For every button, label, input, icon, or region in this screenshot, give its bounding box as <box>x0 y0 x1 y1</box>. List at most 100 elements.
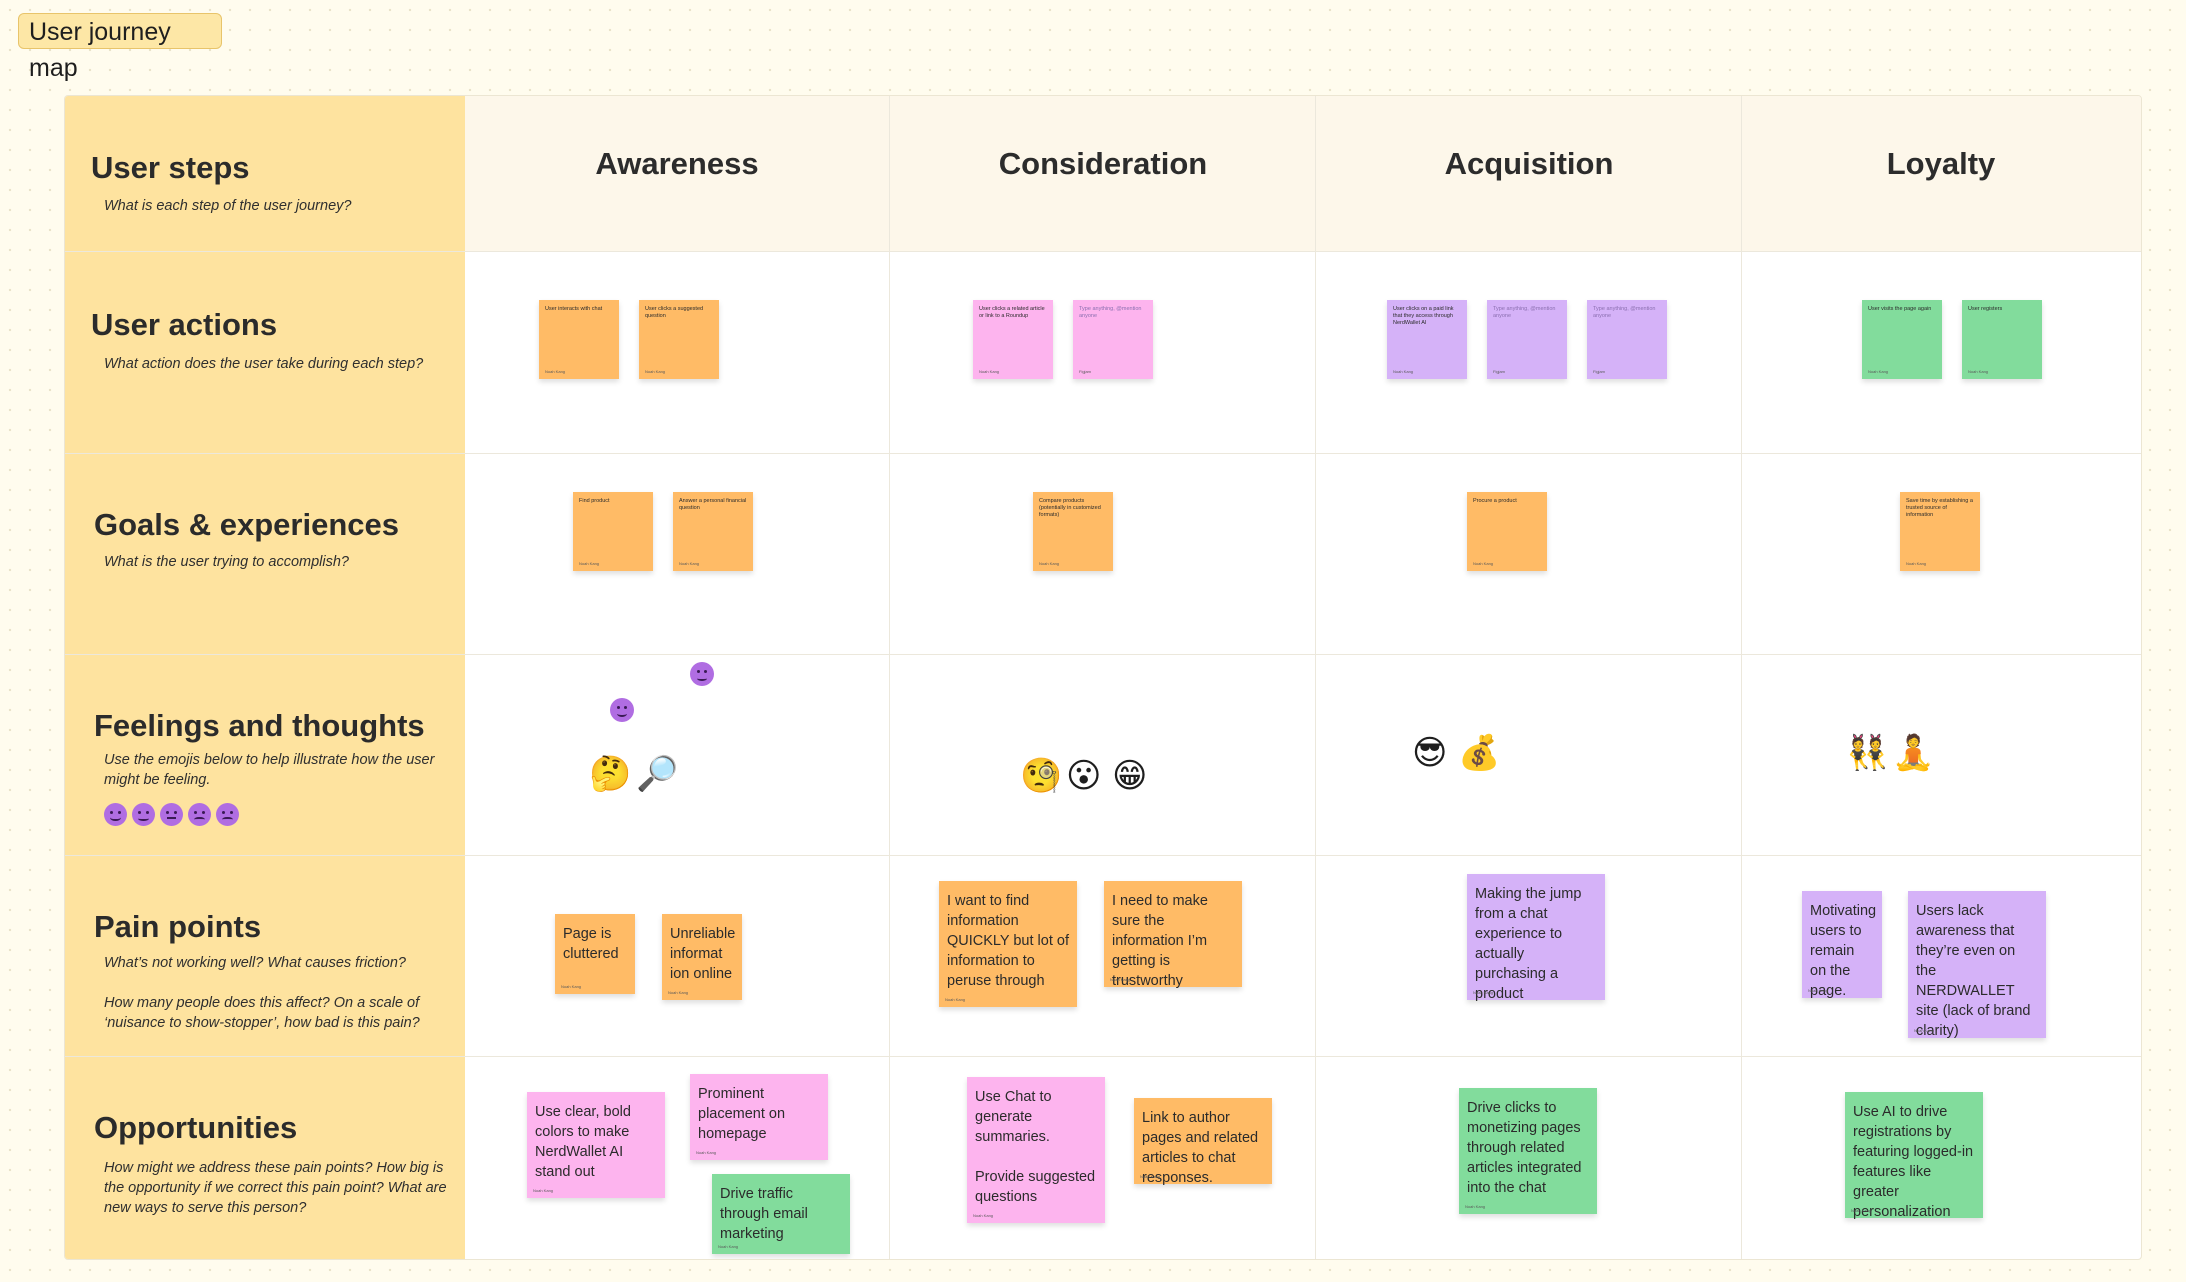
row-subtitle-pain-points-scale: How many people does this affect? On a s… <box>104 995 420 1031</box>
sticky-author: Noah Kang <box>696 1150 717 1155</box>
row-subtitle-pain-points: What’s not working well? What causes fri… <box>104 955 406 971</box>
row-divider <box>65 453 2141 454</box>
sad-face-icon[interactable] <box>188 803 211 826</box>
sticky-text: Unreliable informat ion online <box>670 926 736 982</box>
sticky-note[interactable]: User clicks on a paid link that they acc… <box>1387 300 1467 379</box>
sticky-text: Making the jump from a chat experience t… <box>1475 886 1582 1002</box>
row-title-feelings: Feelings and thoughts <box>94 708 425 743</box>
sticky-placeholder: Type anything, @mention anyone <box>1593 306 1656 319</box>
monocle-face-icon[interactable]: 🧐 <box>1020 756 1063 796</box>
row-title-user-actions: User actions <box>91 307 278 342</box>
magnifying-glass-icon[interactable]: 🔎 <box>636 754 679 794</box>
sticky-note[interactable]: User interacts with chat Noah Kang <box>539 300 619 379</box>
phase-loyalty: Loyalty <box>1886 146 1996 181</box>
sticky-text: Use AI to drive registrations by featuri… <box>1853 1104 1974 1220</box>
sticky-text: Motivating users to remain on the page. <box>1810 903 1877 999</box>
sticky-note[interactable]: I want to find information QUICKLY but l… <box>939 881 1077 1007</box>
sticky-note-empty[interactable]: Type anything, @mention anyone Figjam <box>1587 300 1667 379</box>
phase-consideration: Consideration <box>998 146 1208 181</box>
phase-acquisition: Acquisition <box>1444 146 1614 181</box>
sticky-author: Noah Kang <box>973 1213 994 1218</box>
sticky-note[interactable]: Users lack awareness that they’re even o… <box>1908 891 2046 1039</box>
sticky-author: Noah Kang <box>1473 990 1494 995</box>
dancers-icon[interactable]: 👯 <box>1846 733 1889 773</box>
sticky-note[interactable]: User clicks a suggested question Noah Ka… <box>639 300 719 379</box>
sticky-note[interactable]: Page is cluttered Noah Kang <box>555 914 635 994</box>
sticky-text: User interacts with chat <box>545 306 603 312</box>
sticky-note[interactable]: Procure a product Noah Kang <box>1467 492 1547 571</box>
column-divider <box>1741 96 1742 1259</box>
row-label-column <box>65 96 465 1259</box>
sticky-text: Use clear, bold colors to make NerdWalle… <box>535 1104 631 1180</box>
sticky-author: Figjam <box>1493 369 1506 374</box>
sticky-note[interactable]: Link to author pages and related article… <box>1134 1098 1272 1186</box>
meditating-person-icon[interactable]: 🧘 <box>1892 733 1935 773</box>
sticky-author: Noah Kang <box>1465 1204 1486 1209</box>
sticky-text: User clicks a related article or link to… <box>979 306 1045 319</box>
sticky-note[interactable]: Compare products (potentially in customi… <box>1033 492 1113 571</box>
sticky-text: Use Chat to generate summaries. Provide … <box>975 1089 1096 1205</box>
sticky-author: Figjam <box>1593 369 1606 374</box>
sticky-note[interactable]: Use clear, bold colors to make NerdWalle… <box>527 1092 665 1198</box>
money-bag-icon[interactable]: 💰 <box>1458 733 1501 773</box>
sticky-note[interactable]: User visits the page again Noah Kang <box>1862 300 1942 379</box>
column-divider <box>1315 96 1316 1259</box>
phase-awareness: Awareness <box>595 146 759 181</box>
sticky-note[interactable]: User clicks a related article or link to… <box>973 300 1053 379</box>
sticky-text: Drive clicks to monetizing pages through… <box>1467 1100 1582 1196</box>
sticky-text: User visits the page again <box>1868 306 1932 312</box>
sticky-note[interactable]: User registers Noah Kang <box>1962 300 2042 379</box>
surprised-face-icon[interactable]: 😮 <box>1066 756 1102 796</box>
very-happy-face-icon[interactable] <box>610 698 634 722</box>
sticky-text: Prominent placement on homepage <box>698 1086 786 1142</box>
phase-header-band <box>465 96 2141 252</box>
row-subtitle-feelings: Use the emojis below to help illustrate … <box>104 752 435 788</box>
row-subtitle-opportunities: How might we address these pain points? … <box>104 1160 447 1216</box>
sticky-note[interactable]: Save time by establishing a trusted sour… <box>1900 492 1980 571</box>
sticky-note[interactable]: Drive traffic through email marketing No… <box>712 1174 850 1254</box>
sticky-note[interactable]: Unreliable informat ion online Noah Kang <box>662 914 742 1000</box>
very-happy-face-icon[interactable] <box>104 803 127 826</box>
sticky-note[interactable]: Answer a personal financial question Noa… <box>673 492 753 571</box>
sticky-text: User registers <box>1968 306 2003 312</box>
sticky-note-empty[interactable]: Type anything, @mention anyone Figjam <box>1073 300 1153 379</box>
sticky-author: Noah Kang <box>668 990 689 995</box>
sticky-author: Noah Kang <box>645 369 666 374</box>
sticky-text: Save time by establishing a trusted sour… <box>1906 498 1973 518</box>
happy-face-icon[interactable] <box>132 803 155 826</box>
sticky-author: Noah Kang <box>1110 977 1131 982</box>
sticky-author: Noah Kang <box>945 997 966 1002</box>
thinking-face-icon[interactable]: 🤔 <box>589 754 632 794</box>
sticky-note[interactable]: Use Chat to generate summaries. Provide … <box>967 1077 1105 1223</box>
sunglasses-face-icon[interactable]: 😎 <box>1412 733 1448 773</box>
neutral-face-icon[interactable] <box>160 803 183 826</box>
row-title-goals: Goals & experiences <box>94 507 399 542</box>
sticky-text: I need to make sure the information I’m … <box>1112 893 1208 989</box>
sticky-note-empty[interactable]: Type anything, @mention anyone Figjam <box>1487 300 1567 379</box>
sticky-text: User clicks on a paid link that they acc… <box>1393 306 1454 326</box>
sticky-placeholder: Type anything, @mention anyone <box>1079 306 1142 319</box>
sticky-note[interactable]: Motivating users to remain on the page. … <box>1802 891 1882 999</box>
sticky-author: Noah Kang <box>979 369 1000 374</box>
sticky-note[interactable]: Drive clicks to monetizing pages through… <box>1459 1088 1597 1214</box>
sticky-text: Link to author pages and related article… <box>1142 1110 1259 1186</box>
angry-face-icon[interactable] <box>216 803 239 826</box>
sticky-text: User clicks a suggested question <box>645 306 704 319</box>
sticky-note[interactable]: Prominent placement on homepage Noah Kan… <box>690 1074 828 1160</box>
frame-label[interactable]: User journey map <box>18 13 222 82</box>
grinning-face-icon[interactable]: 😁 <box>1112 756 1148 796</box>
row-divider <box>65 251 2141 252</box>
sticky-author: Noah Kang <box>1808 988 1829 993</box>
row-title-user-steps: User steps <box>91 150 250 185</box>
sticky-author: Figjam <box>1079 369 1092 374</box>
sticky-note[interactable]: Making the jump from a chat experience t… <box>1467 874 1605 1002</box>
sticky-author: Noah Kang <box>1868 369 1889 374</box>
sticky-text: Find product <box>579 498 610 504</box>
sticky-note[interactable]: Use AI to drive registrations by featuri… <box>1845 1092 1983 1220</box>
sticky-note[interactable]: I need to make sure the information I’m … <box>1104 881 1242 989</box>
sticky-text: Drive traffic through email marketing <box>720 1186 808 1242</box>
sticky-note[interactable]: Find product Noah Kang <box>573 492 653 571</box>
sticky-author: Noah Kang <box>1851 1208 1872 1213</box>
sticky-author: Noah Kang <box>679 561 700 566</box>
happy-face-icon[interactable] <box>690 662 714 686</box>
